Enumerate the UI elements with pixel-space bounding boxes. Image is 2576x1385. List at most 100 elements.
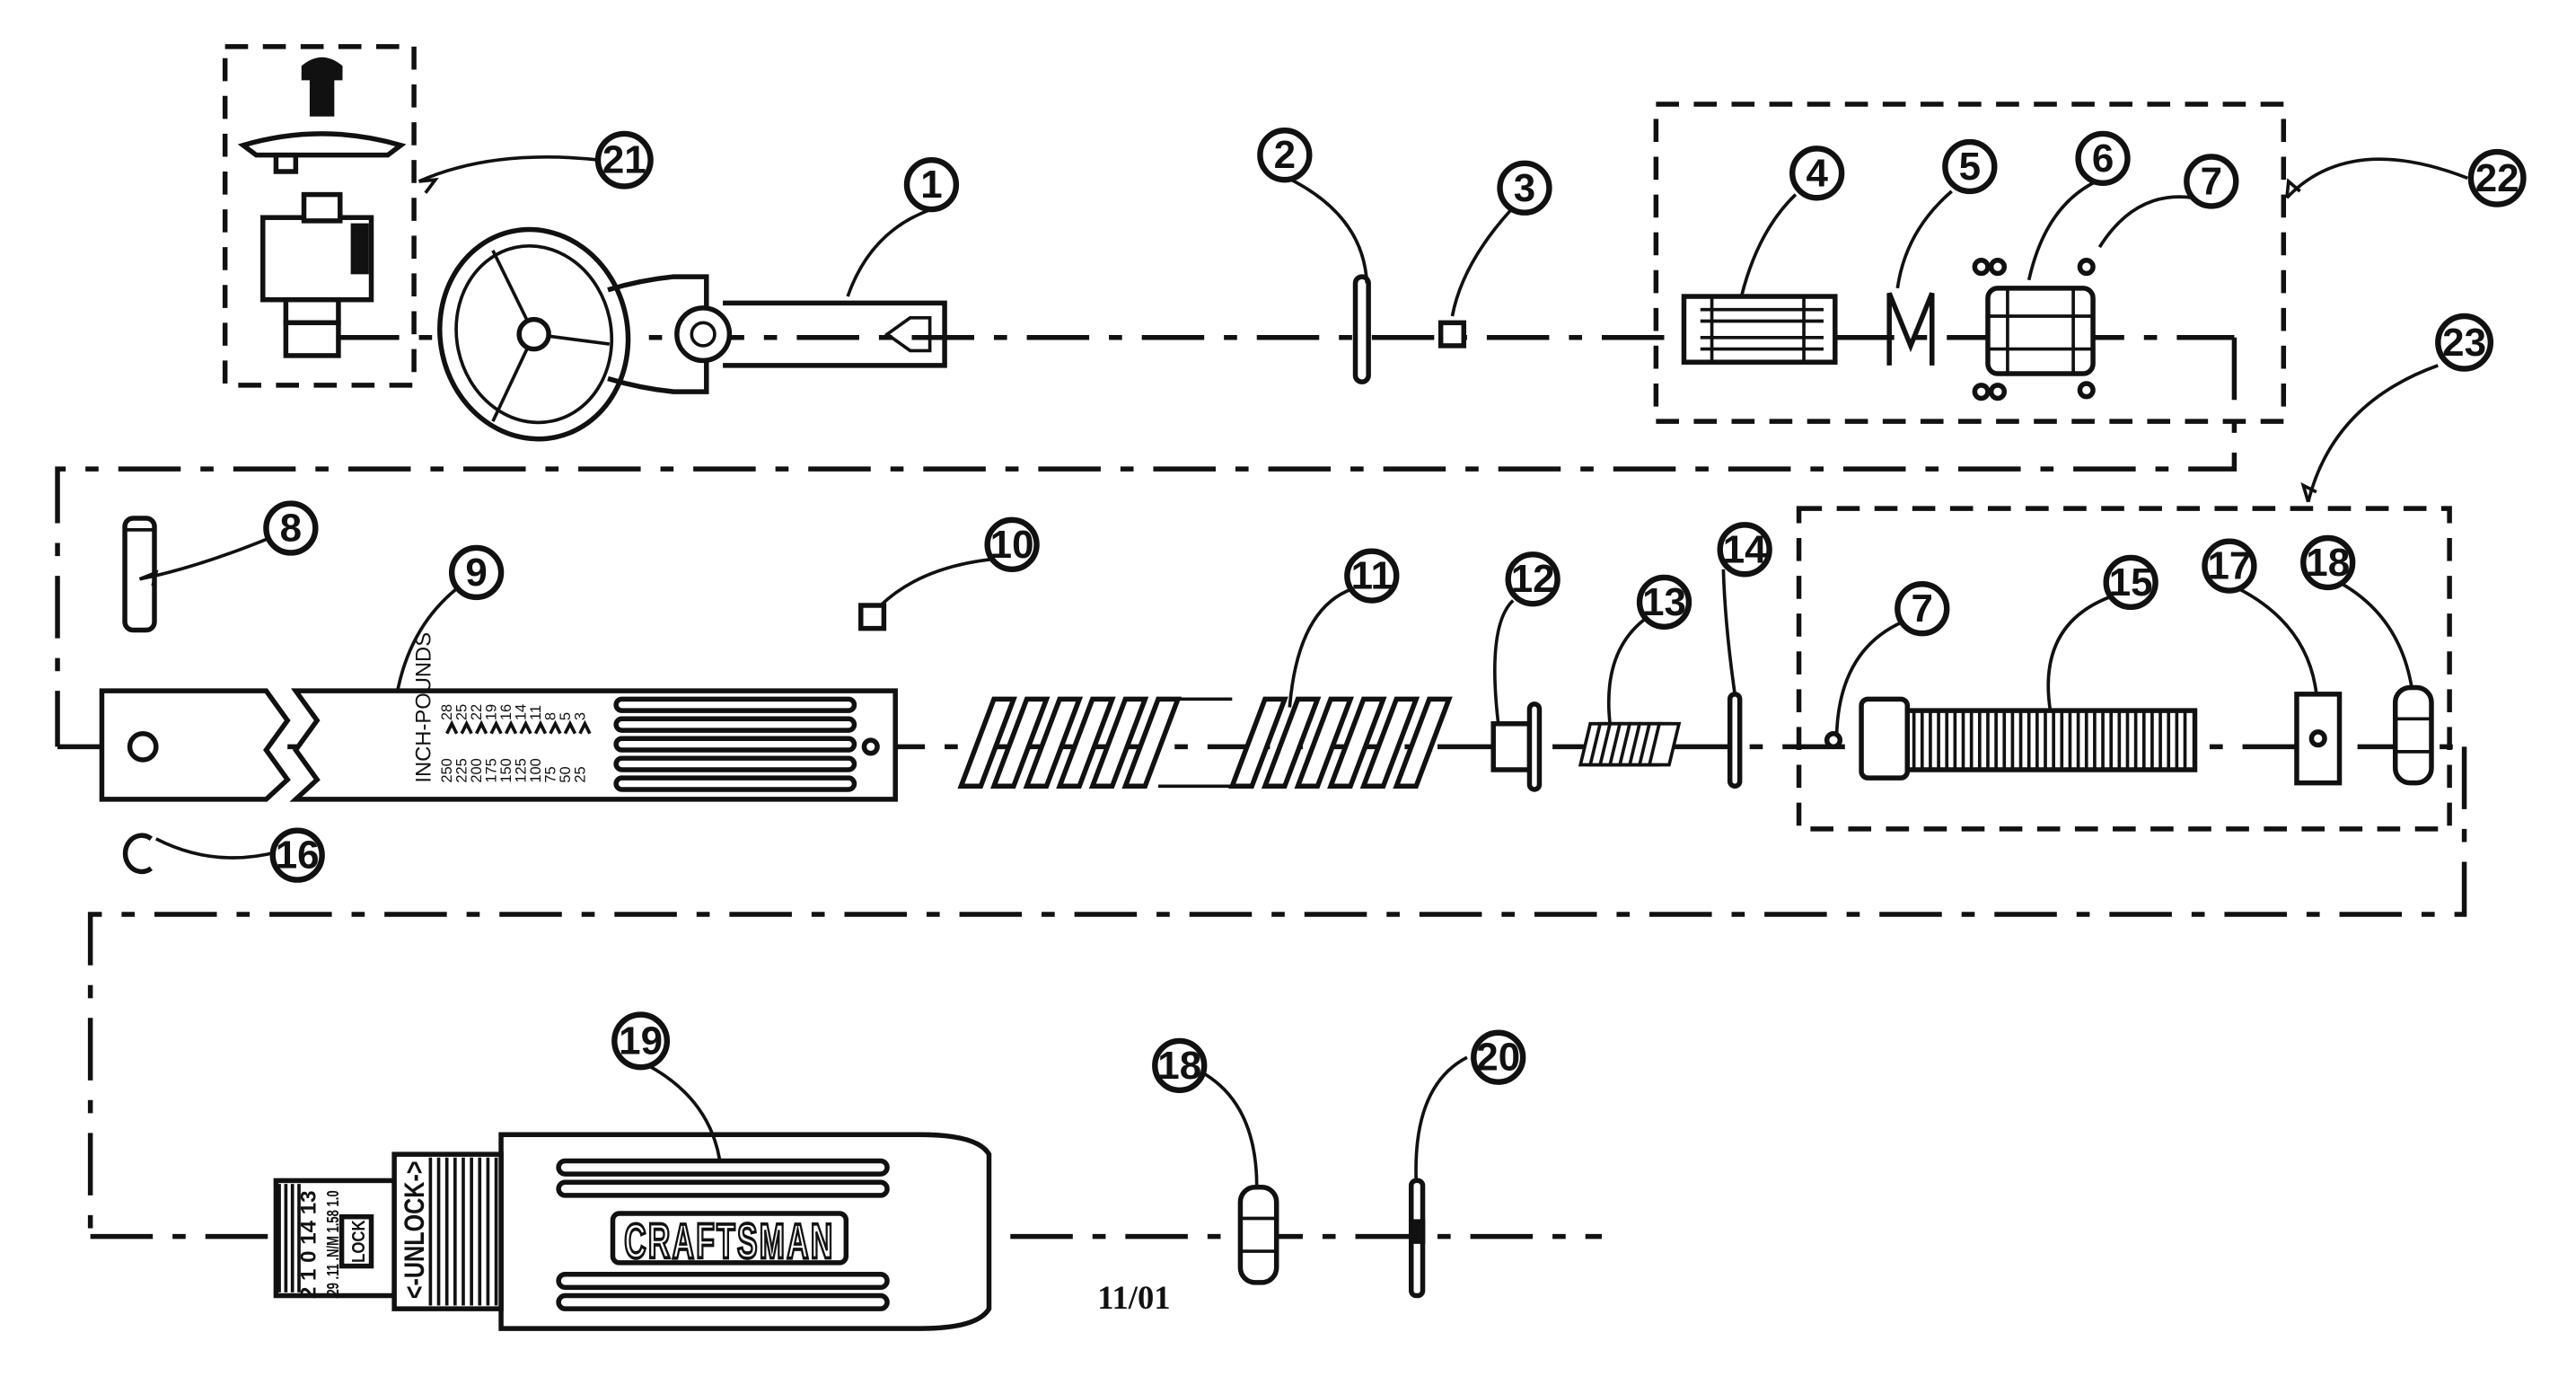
svg-text:20: 20: [1476, 1036, 1520, 1080]
scale-tick: [563, 719, 577, 735]
callout-2: 2: [1257, 128, 1313, 183]
part-10-block: [858, 603, 887, 631]
svg-text:8: 8: [280, 507, 302, 551]
scale-inch-value: 100: [528, 758, 544, 782]
knurled-collar: [428, 1157, 498, 1306]
part-4-sleeve: [1681, 294, 1838, 365]
svg-text:4: 4: [1806, 151, 1828, 195]
scale-nm-value: 28: [439, 704, 455, 720]
part-8-pin: [122, 516, 157, 633]
callout-17: 17: [2202, 538, 2257, 594]
part-17-nut: [2294, 692, 2343, 786]
svg-text:18: 18: [1157, 1044, 1201, 1088]
callout-19: 19: [611, 1011, 671, 1071]
callout-4: 4: [1789, 146, 1845, 201]
spring-coil: [1393, 696, 1453, 790]
tube-grip-ribs: [613, 696, 857, 792]
spring-coil: [1294, 696, 1354, 790]
callout-18-row3: 18: [1152, 1037, 1208, 1093]
svg-text:19: 19: [619, 1019, 663, 1063]
part-11-spring: [957, 696, 1453, 790]
scale-tick: [445, 719, 459, 735]
scale-nm-value: 25: [454, 704, 470, 720]
dial-numbers-bottom: .29 .11 .N/M 1.58 1.0: [323, 1190, 342, 1299]
svg-text:12: 12: [1511, 557, 1555, 601]
svg-text:22: 22: [2475, 156, 2519, 200]
scale-tick: [519, 719, 532, 735]
scale-nm-value: 8: [542, 712, 558, 720]
callout-7-row2: 7: [1895, 581, 1950, 637]
svg-text:INCH-POUNDS: INCH-POUNDS: [411, 632, 435, 783]
callout-18-row2: 18: [2300, 534, 2356, 591]
ratchet-cover-plate: [237, 131, 407, 174]
unlock-label: <-UNLOCK->: [399, 1160, 430, 1299]
callout-13: 13: [1636, 574, 1692, 631]
scale-inch-value: 75: [542, 766, 558, 782]
scale-inch-value: 125: [514, 758, 530, 782]
part-6-pawl: [1972, 258, 2096, 401]
part-18-nut-a: [2392, 684, 2434, 786]
spring-coil: [1647, 721, 1682, 767]
spring-coil: [1327, 696, 1387, 790]
callout-15: 15: [2103, 554, 2158, 611]
part-20-washer: [1408, 1178, 1426, 1299]
scale-tick: [533, 719, 548, 735]
part-2-washer: [1352, 274, 1371, 384]
callout-22: 22: [2467, 148, 2527, 207]
svg-text:17: 17: [2208, 544, 2252, 588]
scale-tick: [474, 719, 488, 735]
svg-text:7: 7: [1912, 587, 1933, 631]
svg-text:16: 16: [276, 834, 320, 878]
svg-text:13: 13: [1642, 580, 1686, 624]
ratchet-screw: [301, 57, 343, 117]
spring-coil: [957, 696, 1017, 790]
part-19-handle: CRAFTSMAN <-UNLOCK-> LOCK 2 1 0 14 13 .2…: [273, 1132, 992, 1331]
svg-text:3: 3: [1514, 166, 1535, 210]
callout-7-top: 7: [2184, 154, 2239, 209]
svg-text:9: 9: [465, 551, 487, 595]
svg-text:14: 14: [1723, 527, 1767, 571]
scale-nm-value: 16: [498, 704, 514, 720]
lock-label: LOCK: [349, 1220, 369, 1263]
scale-tick: [460, 719, 473, 735]
callout-16: 16: [269, 827, 325, 883]
svg-text:15: 15: [2109, 560, 2153, 604]
scale-inch-value: 175: [484, 758, 500, 782]
part-7-ball-row2: [1824, 730, 1843, 750]
spring-gap: [1157, 697, 1233, 789]
part-7-ball-top: [2077, 258, 2096, 277]
scale-inch-value: 150: [498, 758, 514, 782]
spring-coil: [1023, 696, 1084, 790]
torque-scale: INCH-POUNDS: [411, 632, 435, 783]
scale-graduations: 2502252001751501251007550252825221916141…: [439, 704, 592, 783]
callout-5: 5: [1942, 138, 1998, 195]
svg-text:1: 1: [920, 163, 942, 207]
ratchet-mechanism: [260, 191, 374, 358]
scale-nm-value: 14: [514, 704, 530, 720]
part-15-adjuster-screw: [1859, 696, 2198, 781]
scale-tick: [578, 719, 592, 735]
dial-numbers-top: 2 1 0 14 13: [296, 1190, 321, 1299]
part-5-clip: [1886, 292, 1935, 366]
callout-14: 14: [1717, 522, 1772, 578]
part-3-block: [1437, 320, 1467, 348]
scale-nm-value: 22: [469, 704, 485, 720]
svg-text:11: 11: [1351, 554, 1393, 598]
svg-text:7: 7: [2201, 159, 2222, 203]
leader-lines: [138, 155, 2468, 1187]
spring-coil: [990, 696, 1051, 790]
callout-3: 3: [1497, 160, 1552, 216]
assembly-box-23: [1796, 506, 2452, 832]
part-9-tube: INCH-POUNDS 2502252001751501251007550252…: [99, 632, 898, 802]
spring-coil: [1228, 696, 1288, 790]
svg-text:5: 5: [1959, 145, 1981, 189]
scale-tick: [489, 719, 503, 735]
callout-20: 20: [1471, 1029, 1526, 1085]
wrench-head: [437, 226, 947, 442]
scale-nm-value: 19: [484, 704, 500, 720]
axis-connector-1: [55, 337, 2238, 747]
spring-coil: [1261, 696, 1322, 790]
callout-12: 12: [1505, 551, 1561, 607]
scale-nm-value: 3: [572, 712, 588, 720]
